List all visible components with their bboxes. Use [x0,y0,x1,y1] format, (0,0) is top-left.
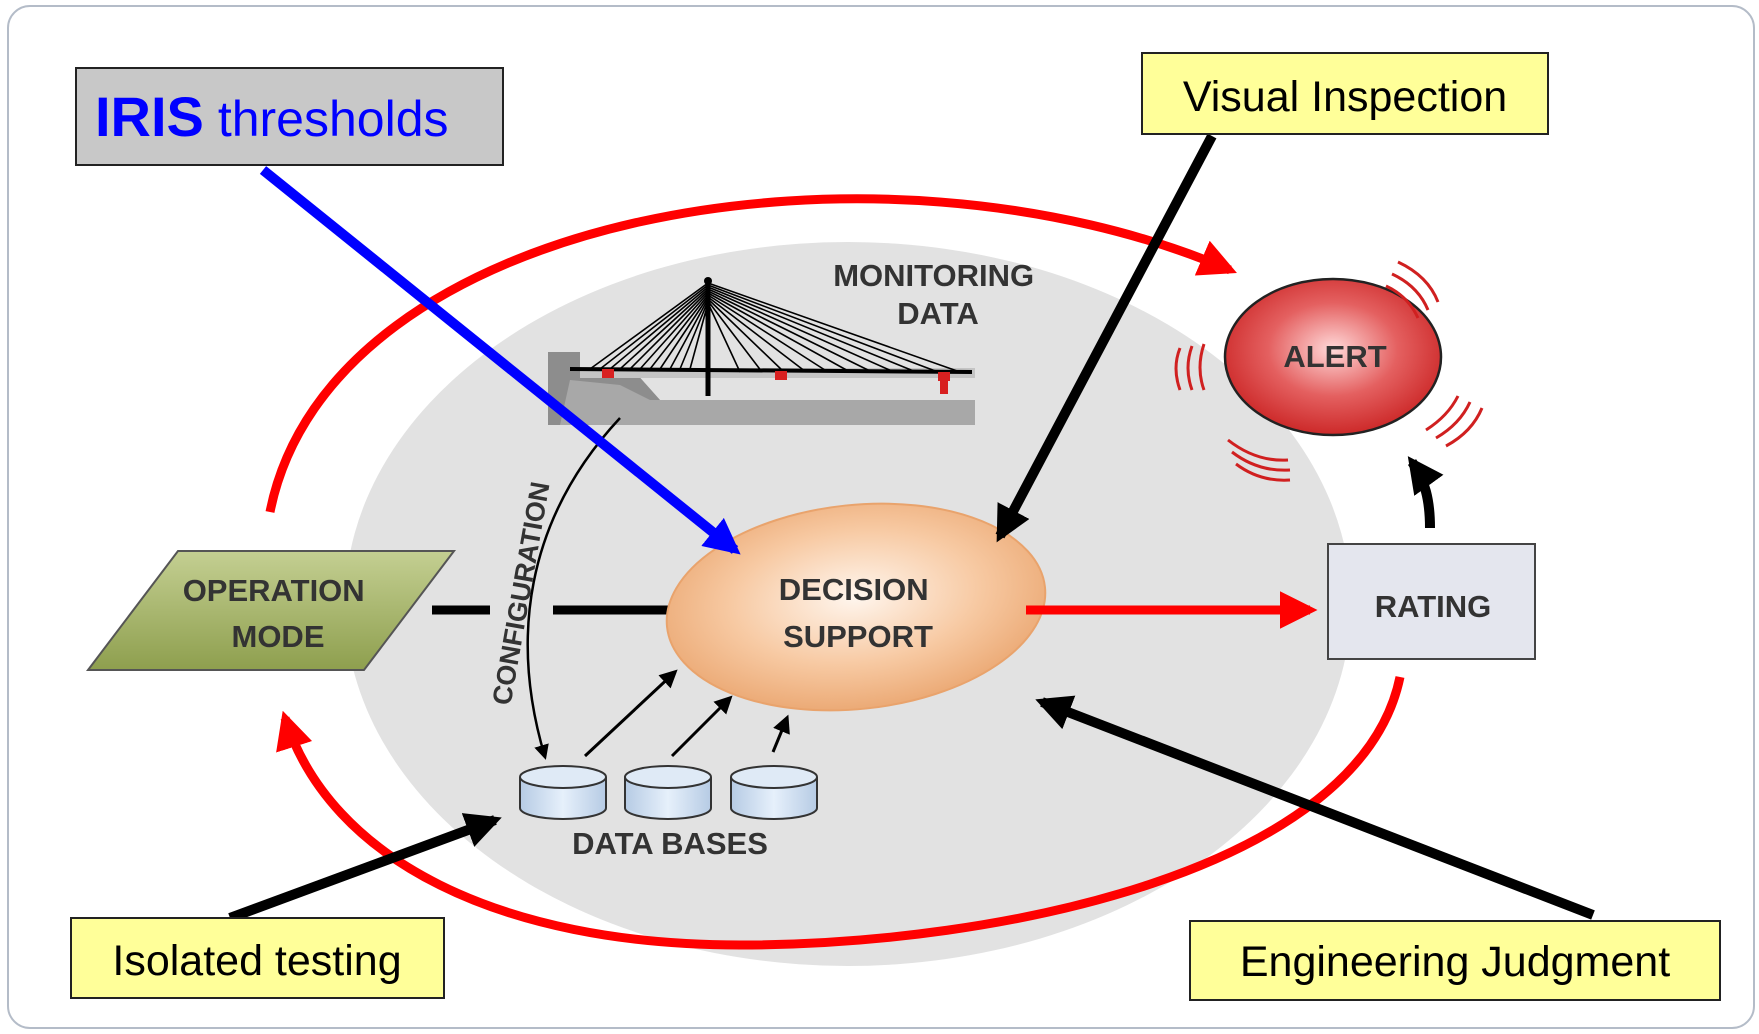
monitoring-data-label: MONITORING DATA [833,258,1043,331]
rating-to-alert-arrow [1407,456,1444,529]
iris-rest-text: thresholds [204,91,449,147]
red-cycle-arrow-bottom [276,676,1405,950]
decision-support-node [665,502,1047,712]
alert-ring-marks [1174,260,1484,482]
engineering-judgment-box [1189,920,1721,1001]
db-to-decision-arrow-3 [771,714,790,753]
operation-mode-label: OPERATION MODE [183,573,374,654]
iris-thresholds-label: IRIS thresholds [95,85,449,148]
data-bases-label: DATA BASES [572,826,768,861]
red-cycle-arrow-top [265,194,1237,513]
engineering-judgment-arrow [1035,695,1595,920]
iris-strong-text: IRIS [95,85,204,148]
db-to-decision-arrow-2 [670,695,733,758]
iris-thresholds-arrow [259,166,741,555]
alert-label: ALERT [1283,339,1386,374]
visual-inspection-label: Visual Inspection [1183,73,1507,121]
database-icon-2 [624,765,712,820]
operation-mode-node [85,550,457,671]
decision-support-label: DECISION SUPPORT [779,572,937,654]
isolated-testing-arrow [228,813,502,923]
visual-inspection-arrow [995,133,1217,543]
rating-label: RATING [1375,589,1492,624]
iris-thresholds-box [75,67,504,166]
isolated-testing-box [70,917,445,999]
isolated-testing-label: Isolated testing [112,937,401,985]
engineering-judgment-label: Engineering Judgment [1240,938,1670,986]
database-icon-1 [519,765,607,820]
configuration-arrow [526,417,621,760]
database-icon-3 [730,765,818,820]
db-to-decision-arrow-1 [583,669,678,758]
cable-stayed-bridge-icon [548,277,975,425]
visual-inspection-box [1141,52,1549,135]
alert-node [1223,277,1443,437]
rating-node [1327,543,1536,660]
